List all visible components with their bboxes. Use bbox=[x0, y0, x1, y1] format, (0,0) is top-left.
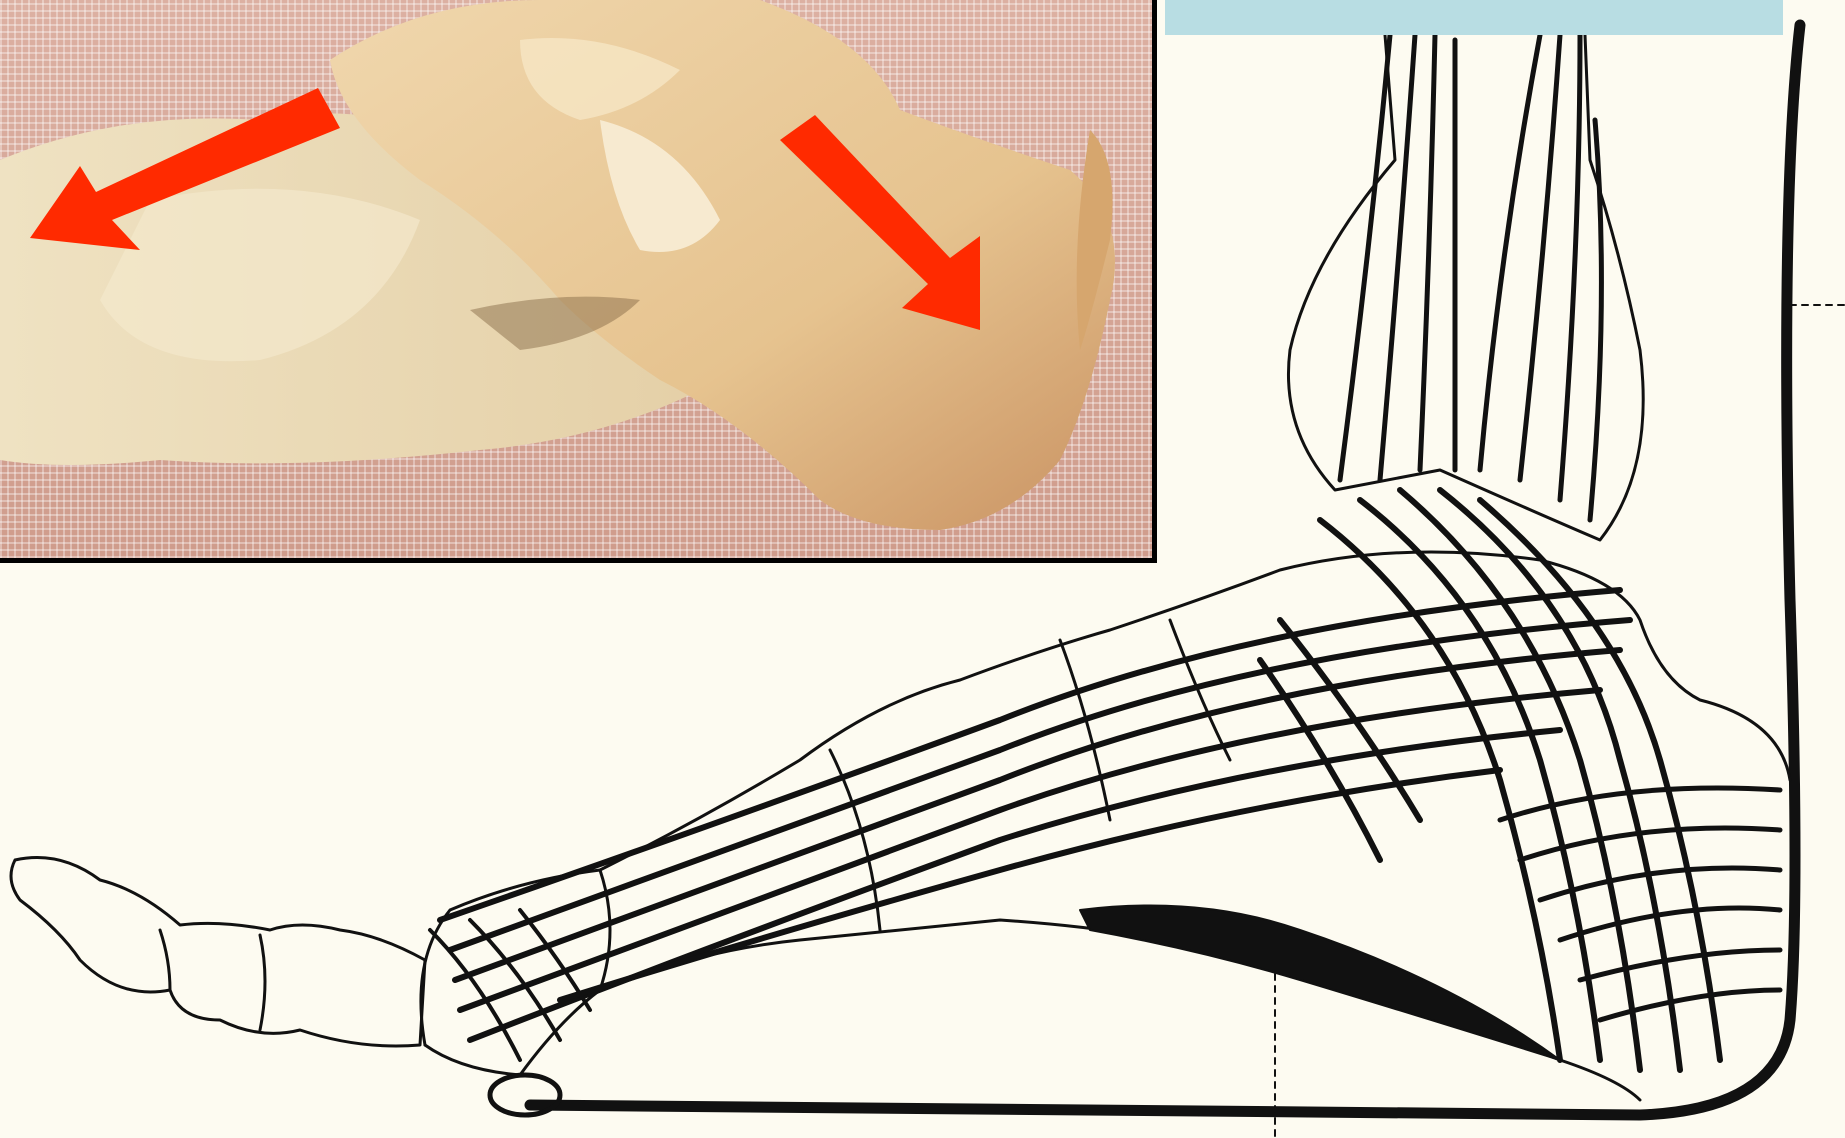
metatarsal-head bbox=[490, 1075, 560, 1115]
forefoot-crosshatch bbox=[430, 910, 590, 1060]
specimen-photo bbox=[0, 0, 1157, 563]
metatarsal-trabeculae bbox=[440, 590, 1630, 1040]
title-banner bbox=[1165, 0, 1783, 35]
plantar-wedge bbox=[1080, 906, 1560, 1061]
tibia-trabeculae bbox=[1340, 35, 1601, 520]
toe-phalanges bbox=[11, 858, 425, 1047]
specimen-photo-inset bbox=[0, 0, 1157, 563]
calcaneus-trabeculae bbox=[1500, 788, 1780, 1020]
